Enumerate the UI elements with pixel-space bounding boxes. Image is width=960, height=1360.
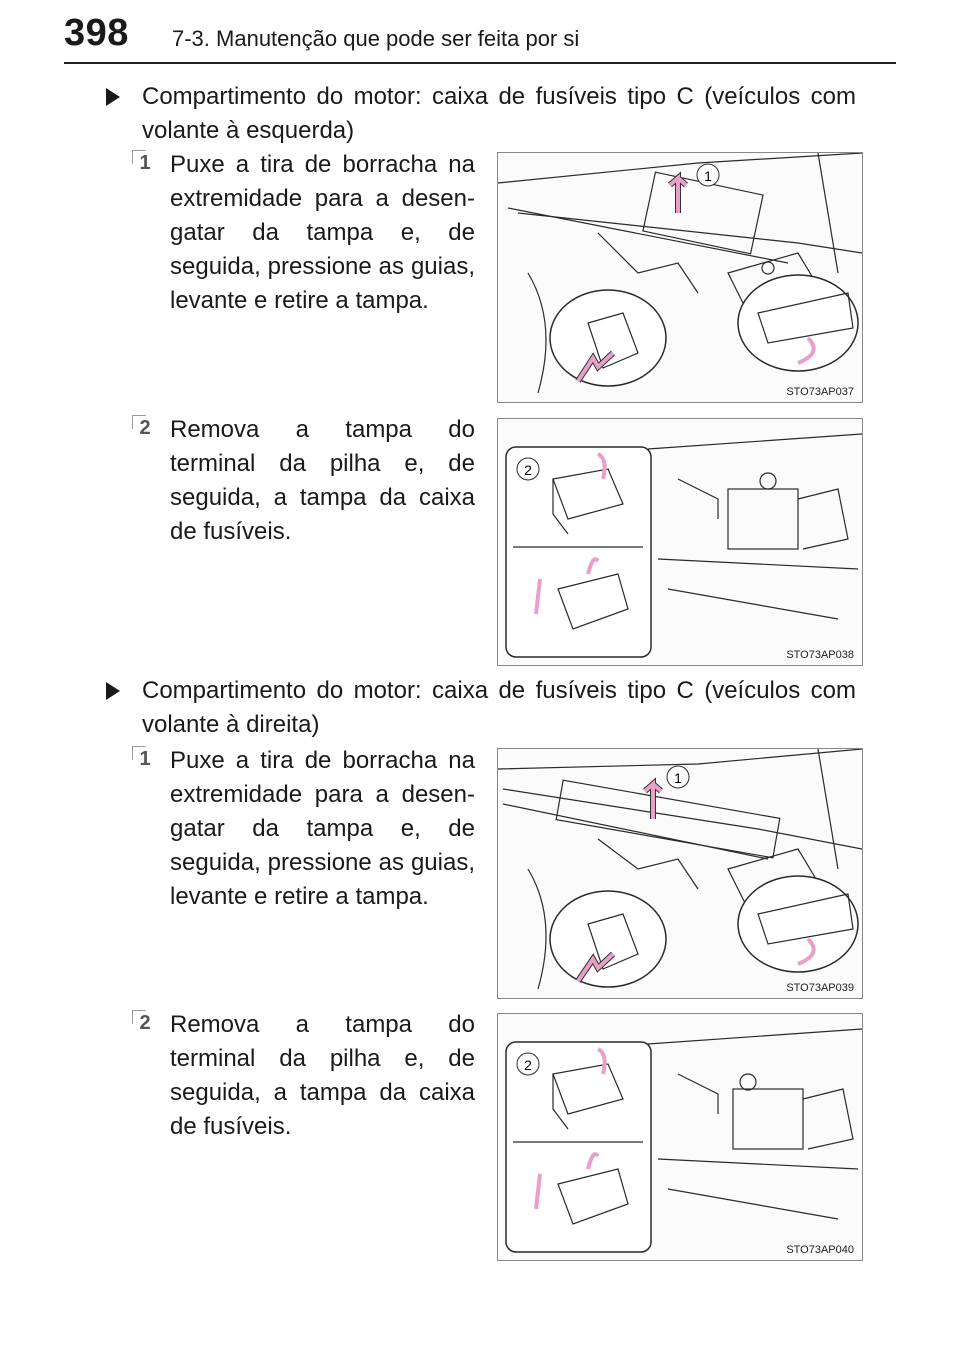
step-marker: 1 <box>132 746 158 772</box>
page-number: 398 <box>64 12 129 54</box>
figure-callout: 1 <box>704 168 712 184</box>
bullet-icon <box>106 88 120 106</box>
figure-remove-fuse-box-cover: 2 STO73AP038 <box>497 418 863 666</box>
figure-callout: 2 <box>524 1057 532 1073</box>
figure-code: STO73AP039 <box>784 982 856 994</box>
fuse-box-illustration: 2 <box>505 433 862 658</box>
figure-code: STO73AP037 <box>784 386 856 398</box>
engine-bay-illustration: 1 <box>498 153 862 394</box>
step-marker: 2 <box>132 1010 158 1036</box>
step-text: Puxe a tira de borracha na extremidade p… <box>170 151 475 314</box>
figure-callout: 1 <box>674 770 682 786</box>
figure-callout: 2 <box>524 462 532 478</box>
figure-code: STO73AP038 <box>784 649 856 661</box>
section-heading-left-hand-drive: Compartimento do motor: caixa de fusívei… <box>106 80 856 148</box>
header-rule <box>64 62 896 64</box>
step-text: Puxe a tira de borracha na extremidade p… <box>170 747 475 910</box>
figure-remove-cover: 1 STO73AP039 <box>497 748 863 999</box>
bullet-icon <box>106 682 120 700</box>
fuse-box-illustration: 2 <box>505 1028 862 1253</box>
chapter-title: 7-3. Manutenção que pode ser feita por s… <box>172 26 580 51</box>
section-heading-right-hand-drive: Compartimento do motor: caixa de fusívei… <box>106 674 856 742</box>
section-heading-text: Compartimento do motor: caixa de fusívei… <box>142 83 856 144</box>
section-heading-text: Compartimento do motor: caixa de fusívei… <box>142 677 856 738</box>
figure-remove-cover: 1 STO73AP037 <box>497 152 863 403</box>
step-marker: 1 <box>132 150 158 176</box>
engine-bay-illustration: 1 <box>498 749 862 990</box>
figure-code: STO73AP040 <box>784 1244 856 1256</box>
step-marker: 2 <box>132 415 158 441</box>
step-text: Remova a tampa do terminal da pilha e, d… <box>170 1011 475 1140</box>
figure-remove-fuse-box-cover: 2 STO73AP040 <box>497 1013 863 1261</box>
step-text: Remova a tampa do terminal da pilha e, d… <box>170 416 475 545</box>
